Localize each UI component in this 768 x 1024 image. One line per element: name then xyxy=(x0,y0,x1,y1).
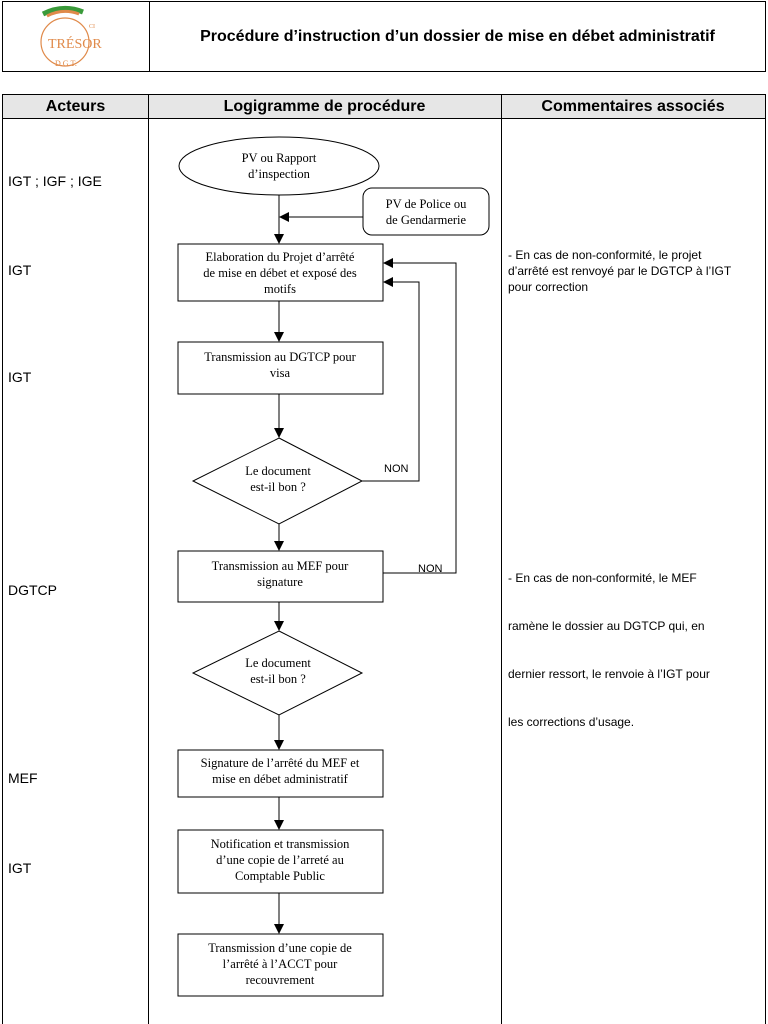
step-text: Transmission d’une copie de xyxy=(208,941,352,955)
decision-text: est-il bon ? xyxy=(250,480,306,494)
comment-block: - En cas de non-conformité, le MEF ramèn… xyxy=(508,538,710,746)
step-text: visa xyxy=(270,366,291,380)
no-loop-arrow xyxy=(362,277,420,482)
actor-label: DGTCP xyxy=(8,582,57,598)
step-text: Comptable Public xyxy=(235,869,325,883)
logo-mark: CI xyxy=(89,24,95,30)
step-notification xyxy=(177,829,384,894)
step-text: d’une copie de l’arreté au xyxy=(216,853,344,867)
comment-line: - En cas de non-conformité, le MEF xyxy=(508,571,697,585)
comment-line: d’arrêté est renvoyé par le DGTCP à l’IG… xyxy=(508,264,732,278)
side-input-text: PV de Police ou xyxy=(386,197,467,211)
decision-text: est-il bon ? xyxy=(250,672,306,686)
no-label: NON xyxy=(384,463,409,475)
comment-line: dernier ressort, le renvoie à l’IGT pour xyxy=(508,667,710,681)
comment-line: les corrections d’usage. xyxy=(508,715,635,729)
comment-line: ramène le dossier au DGTCP qui, en xyxy=(508,619,705,633)
step-transmission-dgtcp xyxy=(177,341,384,395)
step-text: recouvrement xyxy=(246,973,315,987)
step-elaboration xyxy=(177,243,384,302)
step-transmission-acct xyxy=(177,933,384,997)
comment-block: - En cas de non-conformité, le projet d’… xyxy=(508,247,731,295)
step-text: l’arrêté à l’ACCT pour xyxy=(223,957,338,971)
side-input-text: de Gendarmerie xyxy=(386,213,467,227)
comment-line: - En cas de non-conformité, le projet xyxy=(508,248,702,262)
column-divider xyxy=(148,95,149,1024)
column-header-actors: Acteurs xyxy=(3,95,148,119)
procedure-table: Acteurs Logigramme de procédure Commenta… xyxy=(2,94,766,1024)
step-text: signature xyxy=(257,575,303,589)
column-header-flow: Logigramme de procédure xyxy=(148,95,501,119)
column-header-comments: Commentaires associés xyxy=(501,95,765,119)
actor-label: IGT xyxy=(8,860,32,876)
step-text: Notification et transmission xyxy=(211,837,351,851)
step-signature xyxy=(177,749,384,798)
step-text: Transmission au MEF pour xyxy=(212,559,350,573)
page-title: Procédure d’instruction d’un dossier de … xyxy=(200,27,715,45)
actor-label: IGT xyxy=(8,262,32,278)
side-input-node xyxy=(362,187,490,236)
step-text: Signature de l’arrêté du MEF et xyxy=(201,756,360,770)
logo-cell: TRÉSOR D.G.T. CI xyxy=(3,2,150,71)
no-loop-arrow xyxy=(383,258,457,574)
logo-text: TRÉSOR xyxy=(48,35,102,52)
step-text: mise en débet administratif xyxy=(212,772,349,786)
comment-line: pour correction xyxy=(508,280,589,294)
start-node-text: PV ou Rapport xyxy=(242,151,317,165)
step-text: Elaboration du Projet d’arrêté xyxy=(206,250,355,264)
start-node-text: d’inspection xyxy=(248,167,311,181)
document-header: TRÉSOR D.G.T. CI Procédure d’instruction… xyxy=(2,1,766,72)
step-text: motifs xyxy=(264,282,296,296)
decision-text: Le document xyxy=(245,656,311,670)
step-transmission-mef xyxy=(177,550,384,603)
start-node xyxy=(178,136,380,196)
actor-label: IGT ; IGF ; IGE xyxy=(8,173,102,189)
tresor-logo: TRÉSOR D.G.T. CI xyxy=(40,6,102,68)
logo-subtext: D.G.T. xyxy=(55,59,77,68)
column-divider xyxy=(501,95,502,1024)
no-label: NON xyxy=(418,563,443,575)
step-text: de mise en débet et exposé des xyxy=(203,266,357,280)
actor-label: MEF xyxy=(8,770,38,786)
actor-label: IGT xyxy=(8,369,32,385)
step-text: Transmission au DGTCP pour xyxy=(204,350,356,364)
decision-text: Le document xyxy=(245,464,311,478)
